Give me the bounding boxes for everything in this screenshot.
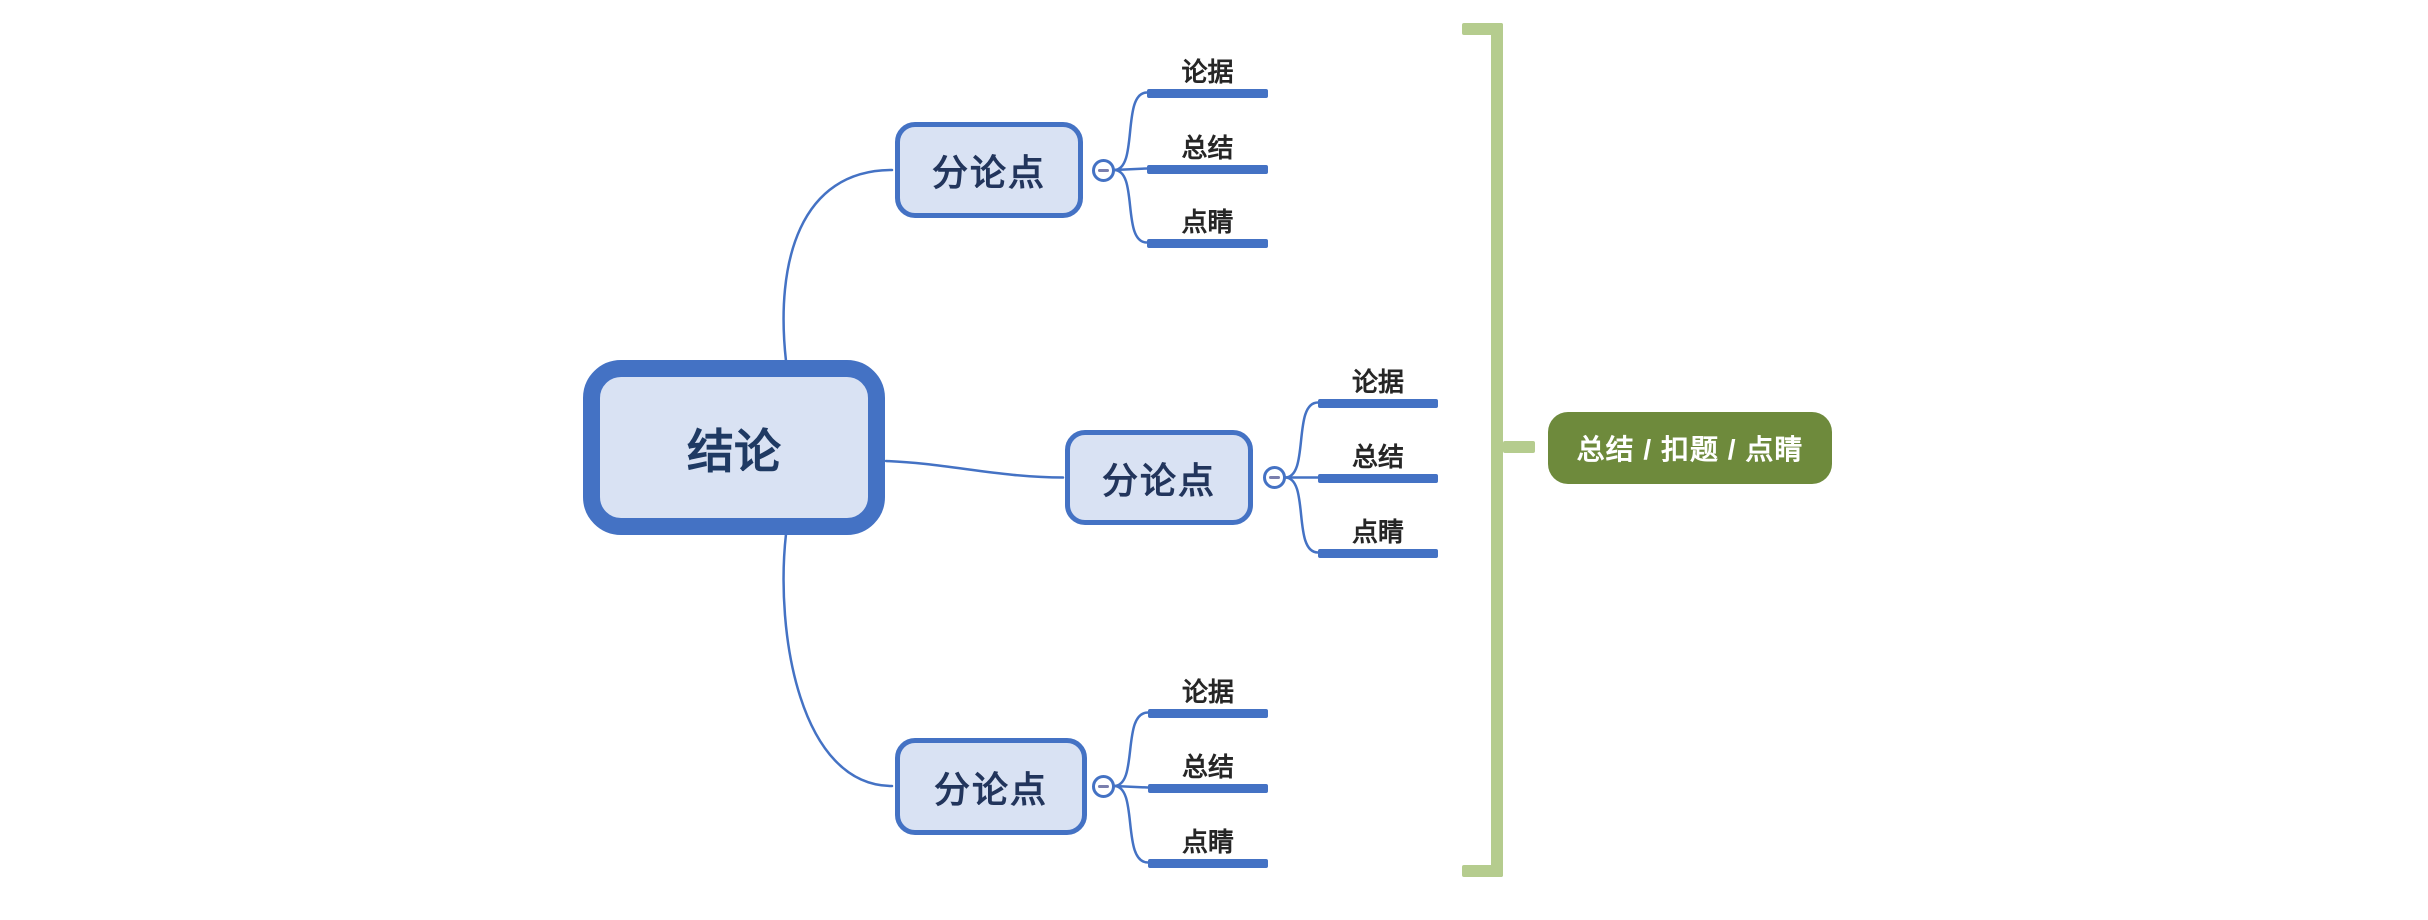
bracket-middle-stub xyxy=(1503,441,1535,453)
child-topic-label: 总结 xyxy=(1181,752,1234,782)
child-topic-underline xyxy=(1318,399,1438,408)
connector-branch0-child0 xyxy=(1112,91,1149,172)
child-topic-underline xyxy=(1148,784,1268,793)
bracket-vertical-line xyxy=(1491,23,1503,877)
connector-branch0-child1 xyxy=(1112,167,1149,172)
child-topic-label: 论据 xyxy=(1181,57,1234,87)
branch-topic-label: 分论点 xyxy=(931,152,1046,193)
child-topic-underline xyxy=(1318,549,1438,558)
collapse-button-bottom[interactable] xyxy=(1092,775,1115,798)
child-topic-label: 点睛 xyxy=(1181,207,1234,237)
summary-topic-label: 总结 / 扣题 / 点睛 xyxy=(1576,434,1804,465)
collapse-button-top[interactable] xyxy=(1092,159,1115,182)
minus-icon xyxy=(1098,169,1109,172)
child-topic-underline xyxy=(1148,859,1268,868)
bracket-bottom-arm xyxy=(1462,865,1503,877)
child-topic-label: 总结 xyxy=(1181,133,1234,163)
child-topic[interactable]: 论据 xyxy=(1147,52,1268,98)
connector-branch1-child0 xyxy=(1283,401,1320,479)
connector-branch2-child0 xyxy=(1112,711,1150,788)
root-topic[interactable]: 结论 xyxy=(583,360,885,535)
child-topic[interactable]: 论据 xyxy=(1148,672,1268,718)
child-topic-underline xyxy=(1147,239,1268,248)
connector-branch2-child2 xyxy=(1112,784,1150,864)
child-topic[interactable]: 点睛 xyxy=(1147,202,1268,248)
child-topic-underline xyxy=(1148,709,1268,718)
connector-root-to-branch-bottom xyxy=(782,532,894,788)
branch-topic-top[interactable]: 分论点 xyxy=(895,122,1083,218)
root-topic-label: 结论 xyxy=(687,425,781,478)
minus-icon xyxy=(1098,785,1109,788)
child-topic-label: 点睛 xyxy=(1181,827,1234,857)
connector-branch0-child2 xyxy=(1112,168,1149,244)
child-topic-underline xyxy=(1147,165,1268,174)
minus-icon xyxy=(1269,476,1280,479)
connector-root-to-branch-middle xyxy=(884,459,1065,479)
child-topic[interactable]: 总结 xyxy=(1147,128,1268,174)
child-topic[interactable]: 总结 xyxy=(1148,747,1268,793)
connector-branch1-child2 xyxy=(1283,476,1320,554)
branch-topic-label: 分论点 xyxy=(933,768,1048,810)
branch-topic-label: 分论点 xyxy=(1101,459,1216,501)
child-topic-label: 点睛 xyxy=(1351,517,1404,547)
connector-root-to-branch-top xyxy=(782,168,894,363)
child-topic[interactable]: 总结 xyxy=(1318,437,1438,483)
child-topic-label: 论据 xyxy=(1351,367,1404,397)
child-topic[interactable]: 点睛 xyxy=(1148,822,1268,868)
branch-topic-middle[interactable]: 分论点 xyxy=(1065,430,1253,525)
child-topic-label: 总结 xyxy=(1351,442,1404,472)
child-topic-underline xyxy=(1318,474,1438,483)
branch-topic-bottom[interactable]: 分论点 xyxy=(895,738,1087,835)
summary-topic[interactable]: 总结 / 扣题 / 点睛 xyxy=(1548,412,1832,484)
collapse-button-middle[interactable] xyxy=(1263,466,1286,489)
child-topic-underline xyxy=(1147,89,1268,98)
child-topic[interactable]: 点睛 xyxy=(1318,512,1438,558)
child-topic[interactable]: 论据 xyxy=(1318,362,1438,408)
connector-branch2-child1 xyxy=(1112,784,1150,789)
child-topic-label: 论据 xyxy=(1181,677,1234,707)
